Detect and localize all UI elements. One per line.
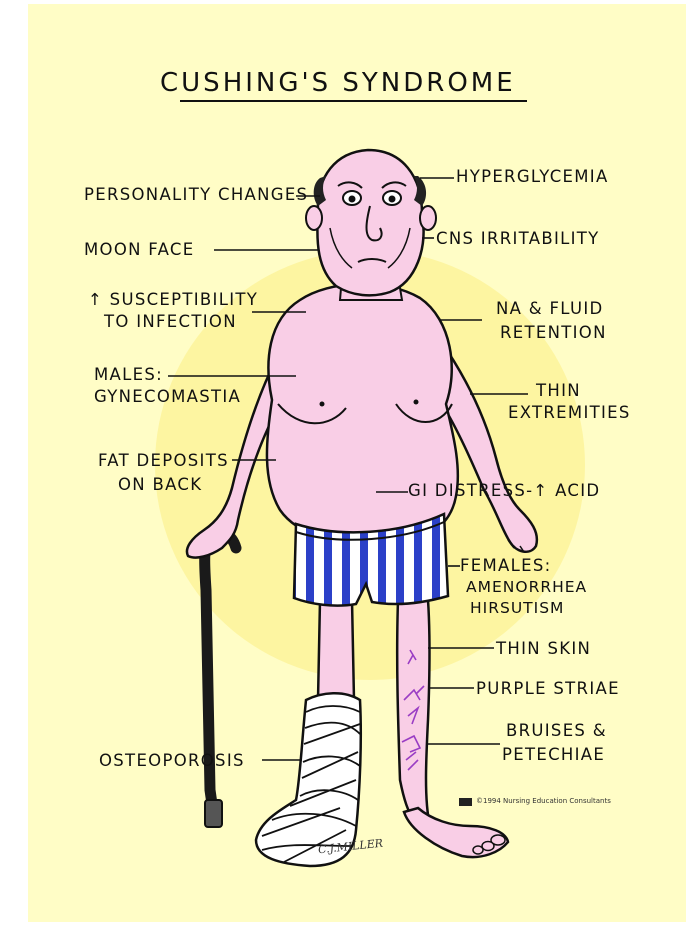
label-infection-line1: ↑ SUSCEPTIBILITY xyxy=(88,291,258,310)
title-underline xyxy=(180,100,527,102)
torso xyxy=(267,284,458,546)
ear-left xyxy=(420,206,436,230)
label-thin-ext-line2: EXTREMITIES xyxy=(508,404,631,423)
label-hyperglycemia: HYPERGLYCEMIA xyxy=(456,168,609,187)
label-moon-face: MOON FACE xyxy=(84,241,194,260)
label-thin-skin: THIN SKIN xyxy=(496,640,591,659)
copyright-notice: ©1994 Nursing Education Consultants xyxy=(476,797,611,805)
label-fat-line1: FAT DEPOSITS xyxy=(98,452,229,471)
ear-right xyxy=(306,206,322,230)
label-infection-line2: TO INFECTION xyxy=(104,313,237,332)
label-females-line1: FEMALES: xyxy=(460,557,552,576)
publisher-logo xyxy=(459,798,472,806)
label-males-line2: GYNECOMASTIA xyxy=(94,388,241,407)
label-thin-ext-line1: THIN xyxy=(536,382,581,401)
cane-tip xyxy=(205,800,222,827)
head xyxy=(317,150,423,295)
nipple-left xyxy=(414,400,419,405)
right-leg xyxy=(318,600,354,700)
label-females-line2: AMENORRHEA xyxy=(466,579,587,597)
label-osteoporosis: OSTEOPOROSIS xyxy=(99,752,245,771)
label-males-line1: MALES: xyxy=(94,366,163,385)
left-leg xyxy=(397,600,430,826)
label-fat-line2: ON BACK xyxy=(118,476,202,495)
label-bruises-line1: BRUISES & xyxy=(506,722,607,741)
label-females-line3: HIRSUTISM xyxy=(470,600,564,618)
page-title: CUSHING'S SYNDROME xyxy=(160,68,516,98)
nipple-right xyxy=(320,402,325,407)
label-personality-changes: PERSONALITY CHANGES xyxy=(84,186,308,205)
label-na-fluid-line2: RETENTION xyxy=(500,324,607,343)
label-cns-irritability: CNS IRRITABILITY xyxy=(436,230,600,249)
label-na-fluid-line1: NA & FLUID xyxy=(496,300,604,319)
label-bruises-line2: PETECHIAE xyxy=(502,746,605,765)
label-gi-distress: GI DISTRESS-↑ ACID xyxy=(408,482,600,501)
label-purple-striae: PURPLE STRIAE xyxy=(476,680,620,699)
